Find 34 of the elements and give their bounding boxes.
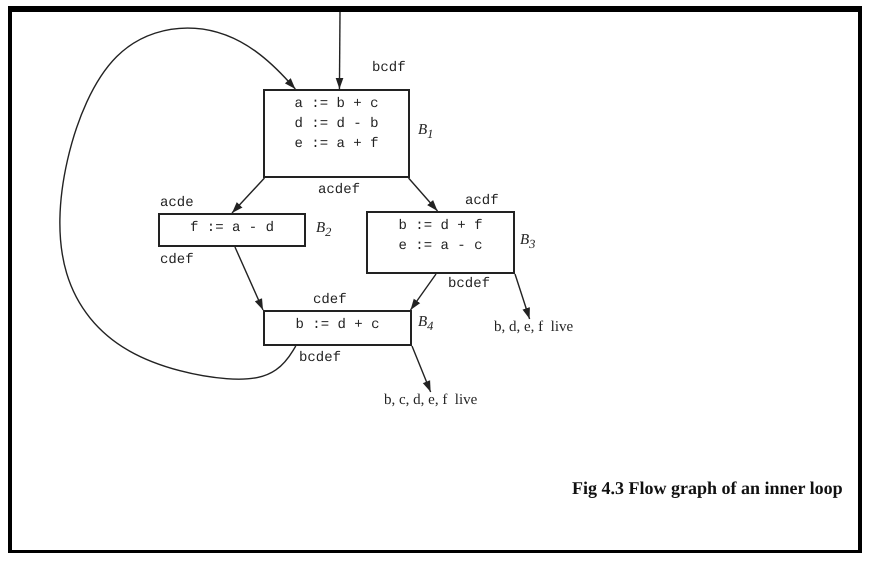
figure-caption: Fig 4.3 Flow graph of an inner loop: [572, 478, 843, 499]
block-name: B$_{3}$: [520, 232, 536, 252]
basic-block-box: [158, 213, 306, 247]
basic-block-box: [263, 310, 412, 346]
live-set-label: acde: [160, 195, 194, 211]
arrow: [231, 178, 265, 214]
arrow: [411, 346, 432, 392]
live-set-label: bcdf: [372, 60, 406, 76]
block-name: B$_{1}$: [418, 122, 434, 142]
live-set-label: acdef: [318, 182, 360, 198]
block-name: B$_{4}$: [418, 314, 434, 334]
code-statement: f := a - d: [188, 219, 275, 238]
code-statement: e := a - c: [397, 237, 484, 256]
live-variables-text: b, c, d, e, f live: [384, 392, 478, 409]
code-statement: d := d - b: [293, 115, 380, 134]
live-set-label: cdef: [160, 252, 194, 268]
arrow: [234, 246, 264, 310]
arrow: [336, 12, 344, 89]
live-set-label: acdf: [465, 193, 499, 209]
live-set-label: bcdef: [299, 350, 342, 366]
basic-block-box: [263, 89, 410, 178]
code-statement: e := a + f: [293, 135, 380, 154]
basic-block-box: [366, 211, 515, 274]
live-variables-text: b, d, e, f live: [494, 319, 574, 336]
block-name: B$_{2}$: [316, 220, 332, 240]
live-set-label: cdef: [313, 292, 347, 308]
code-statement: b := d + c: [294, 316, 380, 335]
code-statement: b := d + f: [397, 217, 484, 236]
arrow: [59, 27, 296, 380]
code-statement: a := b + c: [293, 95, 380, 114]
arrow: [514, 274, 530, 320]
arrow: [408, 178, 438, 212]
arrow: [410, 274, 437, 310]
live-set-label: bcdef: [448, 276, 490, 292]
